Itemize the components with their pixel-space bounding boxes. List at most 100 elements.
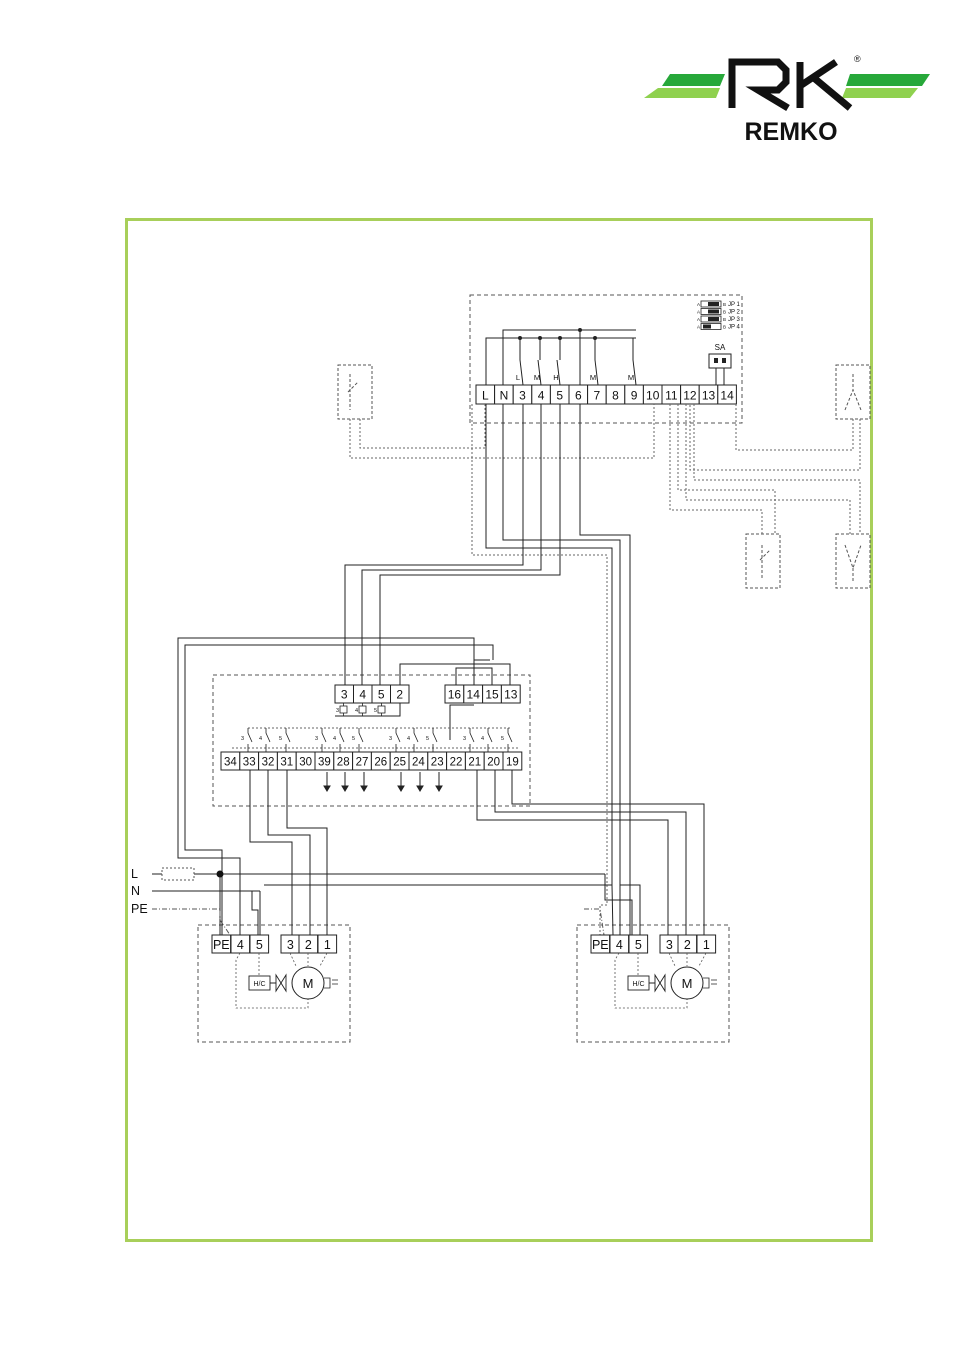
contact-symbol [507,728,513,752]
control-wiring [177,404,705,936]
unit-terminal-label: 2 [684,938,691,952]
rm-upper-left-terminal-label: 2 [396,688,403,702]
main-relay-contacts [485,329,637,386]
motor-label: M [303,976,314,991]
logo-rk-emblem [728,58,853,112]
coil-symbol [339,705,348,714]
diagram-frame [125,218,873,1242]
contact-label: 5 [501,736,504,742]
contact-symbol [321,728,327,752]
jumper-label: JP 4 [728,325,741,331]
sa-pin-b [722,358,726,363]
unit-internal-wire [235,952,309,1009]
jumper-side-a: A [697,317,700,322]
unit-terminal-label: 4 [237,938,244,952]
contact-label: 3 [241,736,244,742]
rm-lower-terminal-label: 32 [262,757,275,769]
coil-symbol [377,705,386,714]
coil-label: 5 [374,708,377,714]
unit-terminal-label: 5 [256,938,263,952]
main-terminal-label: 11 [665,388,678,402]
supply-wiring [152,873,641,935]
contact-symbol [413,728,419,752]
logo-registered-mark: ® [854,54,861,64]
contact-symbol [285,728,291,752]
sa-label: SA [715,343,726,352]
rm-upper-left-terminal-label: 5 [378,688,385,702]
contact-symbol [247,728,253,752]
valve-label: H/C [632,981,644,988]
motor-capacitor-icon [324,977,338,989]
rm-lower-terminal-label: 26 [374,757,387,769]
main-bus-nodes [518,328,597,340]
contact-label: 5 [426,736,429,742]
contact-label: 5 [279,736,282,742]
output-arrows [323,772,443,792]
unit-terminal-label: 1 [703,938,710,952]
rm-lower-terminal-label: 24 [412,757,425,769]
supply-fuse [161,867,195,881]
rm-lower-terminal-label: 25 [393,757,406,769]
contact-symbol [469,728,475,752]
main-terminal-label: 14 [720,388,734,402]
contact-label: 4 [333,736,336,742]
jumper-side-b: B [723,317,726,322]
side-sensors [337,364,871,589]
rm-lower-terminal-label: 28 [337,757,350,769]
coil-symbol [358,705,367,714]
remko-logo: ® REMKO [644,54,930,144]
rm-upper-right-terminal-box [500,684,521,704]
logo-light-stripe-right [842,88,918,98]
jumper-label: JP 1 [728,302,741,308]
unit-terminal-label: 5 [635,938,642,952]
unit-terminal-box [317,934,338,954]
unit-terminal-label: 3 [666,938,673,952]
rm-lower-terminal-label: 23 [431,757,444,769]
logo-green-stripe-left [662,74,725,86]
main-terminal-label: L [482,388,489,402]
main-terminal-label: 7 [594,388,601,402]
unit-terminal-label: PE [592,938,609,952]
main-terminal-label: 3 [519,388,526,402]
rm-lower-terminal-label: 34 [224,757,237,769]
rm-lower-terminal-label: 19 [506,757,519,769]
main-terminal-label: 5 [556,388,563,402]
relay-label: L [516,373,520,382]
supply-line-label: L [131,867,138,881]
contact-label: 4 [259,736,262,742]
rm-lower-terminal-label: 27 [356,757,369,769]
jumper-label: JP 3 [728,317,741,323]
contact-symbol [395,728,401,752]
rm-lower-terminal-label: 33 [243,757,256,769]
valve-icon [270,973,287,993]
contact-label: 3 [463,736,466,742]
jumper-side-b: B [723,302,726,307]
coil-label: 3 [336,708,339,714]
unit-left-enclosure [197,924,351,1043]
rm-upper-right-terminal-label: 14 [467,688,481,702]
main-controller-enclosure [469,294,743,424]
jumper-label: JP 2 [728,310,741,316]
rm-upper-left-terminal-label: 3 [341,688,348,702]
rm-lower-terminal-label: 31 [280,757,293,769]
unit-terminal-label: 4 [616,938,623,952]
jumper-side-a: A [697,325,700,330]
rm-lower-terminal-label: 39 [318,757,331,769]
main-terminal-label: 4 [538,388,545,402]
contact-symbol [487,728,493,752]
rm-lower-terminal-box [502,751,523,771]
main-terminal-label: N [500,388,509,402]
sa-pin-a [714,358,718,363]
rm-upper-left-terminal-label: 4 [359,688,366,702]
rm-lower-terminal-label: 22 [450,757,463,769]
jumper-bridge [708,302,719,306]
unit-right-enclosure [576,924,730,1043]
contact-label: 4 [481,736,484,742]
unit-terminal-label: 1 [324,938,331,952]
jumper-bridge [703,324,711,329]
main-terminal-box [717,384,737,405]
rm-upper-right-terminal-label: 16 [448,688,462,702]
